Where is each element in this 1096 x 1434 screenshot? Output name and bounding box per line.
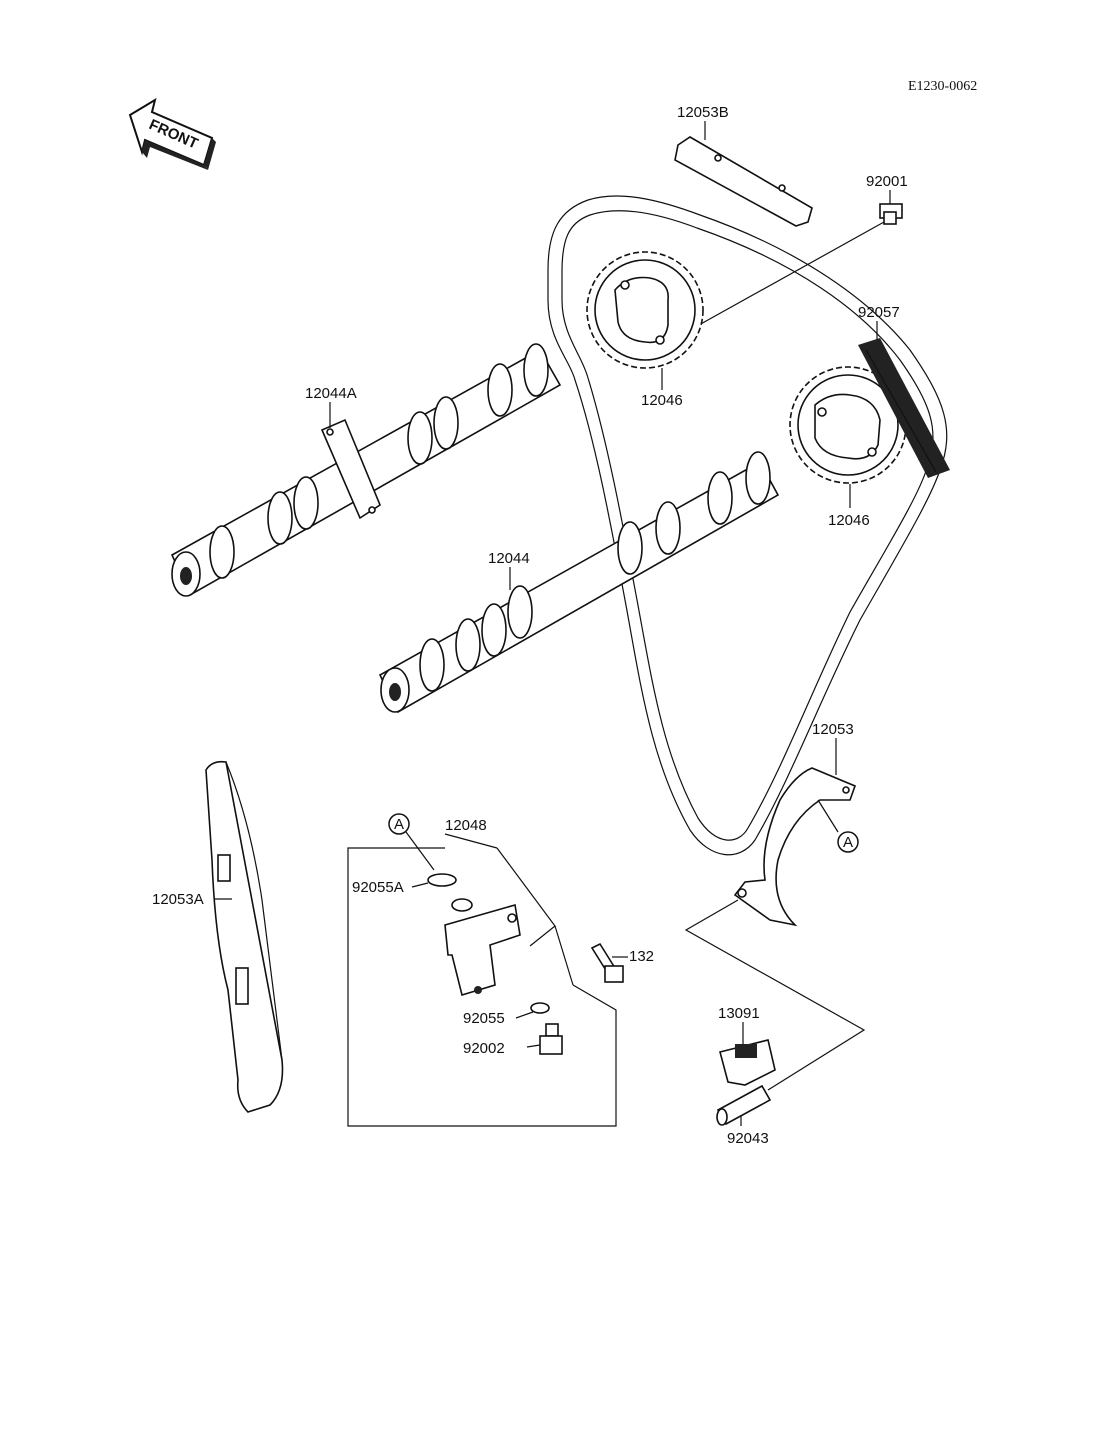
sprocket-upper — [586, 251, 704, 369]
label-12044A: 12044A — [305, 385, 357, 402]
label-92002: 92002 — [463, 1040, 505, 1057]
label-12053B: 12053B — [677, 104, 729, 121]
callout-marker-left: A — [388, 813, 410, 835]
guide-holder-13091 — [719, 1039, 776, 1086]
label-12053: 12053 — [812, 721, 854, 738]
label-12044: 12044 — [488, 550, 530, 567]
tensioner-group-frame — [347, 847, 617, 1127]
bolt-132 — [590, 942, 624, 983]
sprocket-lower — [789, 366, 907, 484]
camshaft-12044A — [170, 343, 562, 597]
label-132: 132 — [629, 948, 654, 965]
chain-guide-top — [674, 136, 813, 227]
label-12046-bottom: 12046 — [828, 512, 870, 529]
svg-text:A: A — [843, 834, 853, 851]
callout-marker-right: A — [837, 831, 859, 853]
svg-text:A: A — [394, 816, 404, 833]
chain-link-92057 — [858, 338, 950, 478]
pin-92043 — [716, 1084, 772, 1126]
label-12046-top: 12046 — [641, 392, 683, 409]
chain-guide-right — [733, 767, 857, 927]
cam-chain — [547, 195, 948, 856]
label-92043: 92043 — [727, 1130, 769, 1147]
cam-chain-tensioner-12048 — [444, 898, 521, 997]
camshaft-12044 — [378, 451, 780, 714]
bolt-92002 — [539, 1023, 563, 1055]
bolt-92001 — [879, 203, 903, 225]
chain-guide-left — [205, 760, 284, 1113]
label-92055A: 92055A — [352, 879, 404, 896]
label-12053A: 12053A — [152, 891, 204, 908]
label-13091: 13091 — [718, 1005, 760, 1022]
spring-92055 — [530, 1002, 550, 1014]
label-92001: 92001 — [866, 173, 908, 190]
label-12048: 12048 — [445, 817, 487, 834]
label-92055: 92055 — [463, 1010, 505, 1027]
front-arrow-icon: FRONT — [128, 97, 216, 170]
o-ring-92055A — [427, 873, 457, 887]
diagram-code: E1230-0062 — [908, 79, 977, 94]
label-92057: 92057 — [858, 304, 900, 321]
